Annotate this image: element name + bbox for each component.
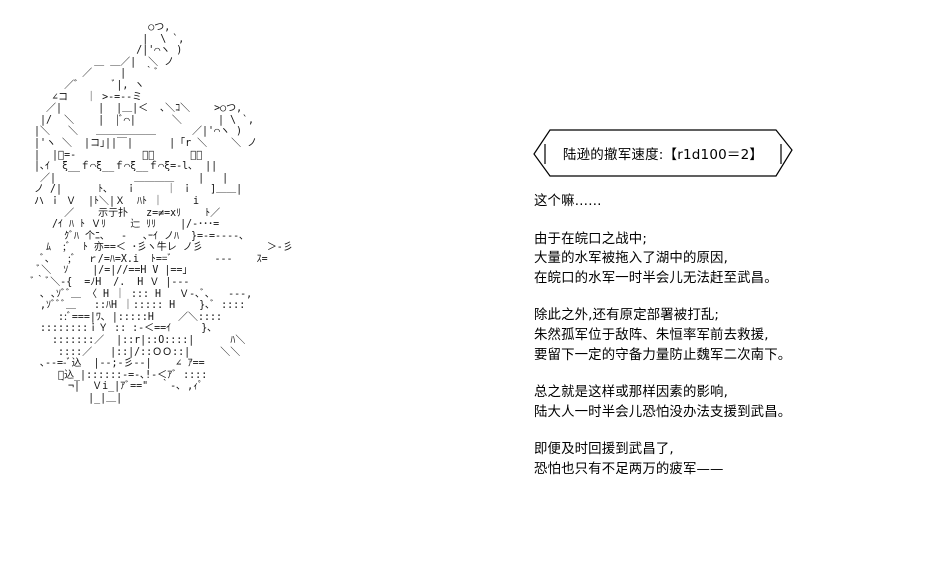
narration-line: 除此之外,还有原定部署被打乱; — [534, 308, 720, 324]
paragraph-3: 除此之外,还有原定部署被打乱; 朱然孤军位于敌阵、朱恒率军前去救援, 要留下一定… — [534, 306, 924, 365]
narration-line: 大量的水军被拖入了湖中的原因, — [534, 251, 728, 267]
paragraph-2: 由于在皖口之战中; 大量的水军被拖入了湖中的原因, 在皖口的水军一时半会儿无法赶… — [534, 230, 924, 289]
narration-text: 这个嘛…… 由于在皖口之战中; 大量的水军被拖入了湖中的原因, 在皖口的水军一时… — [534, 192, 924, 480]
ascii-art-panel: ○つ, | \ `, /|'⌒ヽ ) ＿ ＿／| ＼ ノ ／ | ｀ﾞ ／ﾞ ﾞ… — [28, 22, 293, 404]
character-ascii-art: ○つ, | \ `, /|'⌒ヽ ) ＿ ＿／| ＼ ノ ／ | ｀ﾞ ／ﾞ ﾞ… — [28, 22, 293, 404]
narration-line: 即便及时回援到武昌了, — [534, 442, 674, 458]
narration-line: 要留下一定的守备力量防止魏军二次南下。 — [534, 347, 792, 363]
dialogue-panel: 陆逊的撤军速度:【r1d100＝2】 这个嘛…… 由于在皖口之战中; 大量的水军… — [520, 0, 933, 568]
paragraph-4: 总之就是这样或那样因素的影响, 陆大人一时半会儿恐怕没办法支援到武昌。 — [534, 383, 924, 422]
narration-line: 陆大人一时半会儿恐怕没办法支援到武昌。 — [534, 404, 792, 420]
speaker-name-box: 陆逊的撤军速度:【r1d100＝2】 — [532, 128, 794, 178]
hexagon-outline — [533, 129, 793, 177]
speaker-name-text: 陆逊的撤军速度:【r1d100＝2】 — [562, 147, 764, 163]
narration-line: 恐怕也只有不足两万的疲军—— — [534, 461, 724, 477]
narration-line: 朱然孤军位于敌阵、朱恒率军前去救援, — [534, 327, 769, 343]
narration-line: 总之就是这样或那样因素的影响, — [534, 385, 728, 401]
narration-line: 这个嘛…… — [534, 194, 602, 209]
paragraph-5: 即便及时回援到武昌了, 恐怕也只有不足两万的疲军—— — [534, 440, 924, 479]
paragraph-1: 这个嘛…… — [534, 192, 924, 212]
narration-line: 由于在皖口之战中; — [534, 231, 647, 247]
speaker-name-box-frame — [533, 129, 793, 177]
narration-line: 在皖口的水军一时半会儿无法赶至武昌。 — [534, 270, 778, 286]
